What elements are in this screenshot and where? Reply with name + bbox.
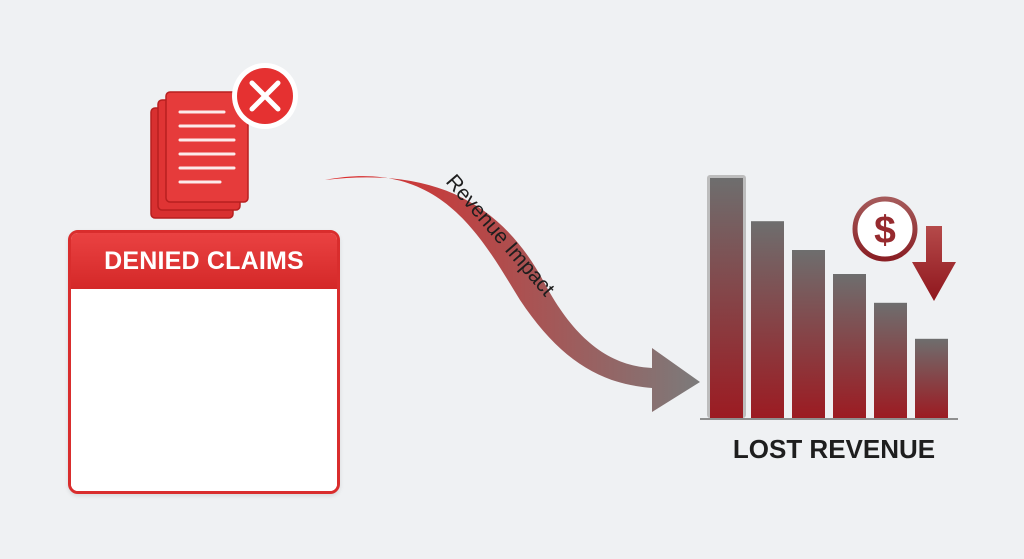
chart-bar-5 [874, 302, 907, 418]
denied-claims-title: DENIED CLAIMS [71, 233, 337, 289]
lost-revenue-bars [707, 175, 948, 418]
denied-claims-panel: DENIED CLAIMS [68, 230, 340, 494]
reject-x-icon [232, 63, 298, 129]
lost-revenue-label: LOST REVENUE [732, 434, 936, 464]
chart-bar-4 [833, 274, 866, 418]
chart-bar-3 [792, 250, 825, 418]
chart-bar-1 [710, 178, 743, 418]
chart-bar-2 [751, 221, 784, 418]
down-arrow-icon [912, 226, 956, 301]
svg-text:$: $ [874, 209, 896, 252]
dollar-icon: $ [852, 196, 918, 262]
denied-claims-body [71, 289, 337, 491]
revenue-flow-arrow [325, 176, 700, 412]
stacked-documents-icon [150, 91, 249, 219]
revenue-impact-label: Revenue Impact [441, 170, 559, 301]
chart-bar-6 [915, 338, 948, 418]
